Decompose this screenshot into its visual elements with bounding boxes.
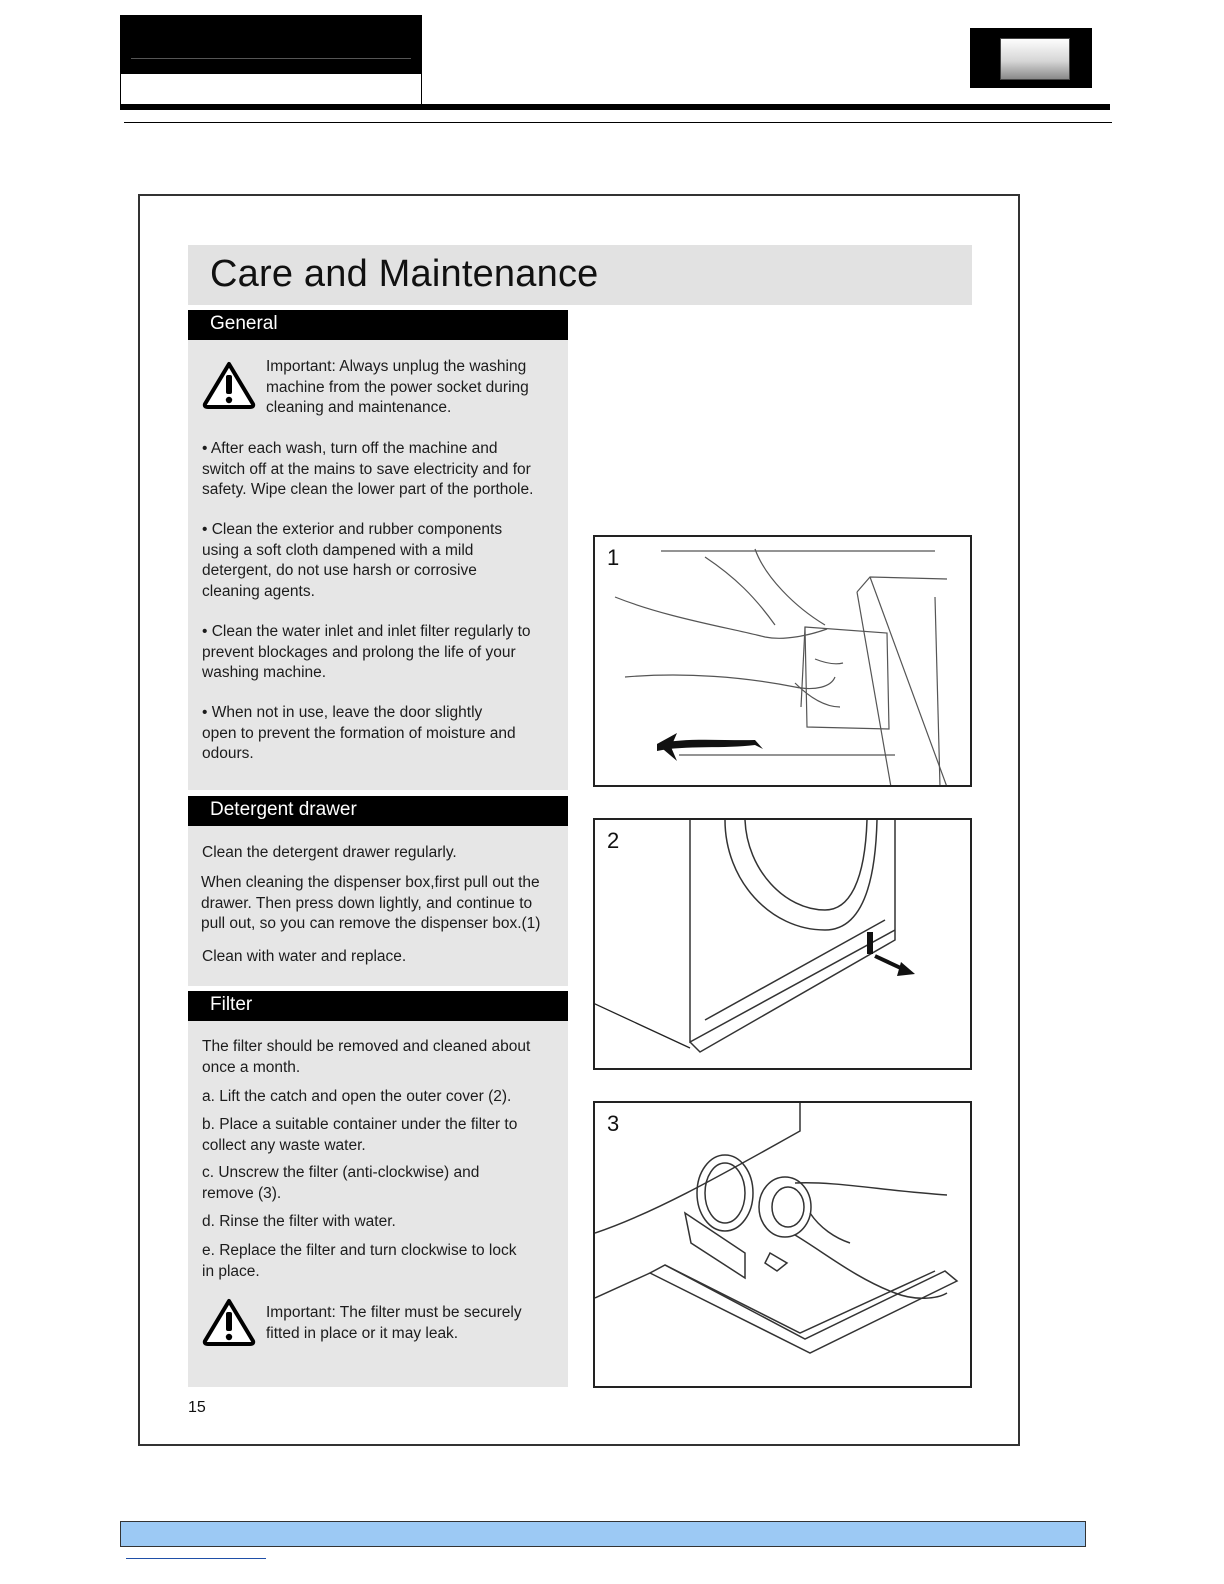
header-box-line	[131, 58, 411, 59]
section-body-filter	[188, 1021, 568, 1387]
section-heading-text: Detergent drawer	[210, 799, 357, 820]
brand-logo	[970, 28, 1092, 88]
text-line: cleaning and maintenance.	[266, 399, 452, 416]
figure-1-illustration	[614, 548, 948, 785]
filter-step-d: d. Rinse the filter with water.	[202, 1213, 396, 1230]
figure-1-dispenser-drawer: 1	[593, 535, 972, 787]
brand-logo-inner	[1000, 38, 1070, 80]
text-line: washing machine.	[202, 664, 327, 681]
text-line: e. Replace the filter and turn clockwise…	[202, 1242, 517, 1259]
text-line: machine from the power socket during	[266, 378, 529, 396]
text-line: fitted in place or it may leak.	[266, 1324, 459, 1342]
section-heading-text: Filter	[210, 994, 253, 1015]
section-heading-text: General	[210, 313, 278, 334]
warning-triangle-icon	[202, 1299, 256, 1346]
title-bar: Care and Maintenance	[188, 245, 972, 305]
detergent-p2: When cleaning the dispenser box,first pu…	[201, 873, 540, 935]
figure-number: 2	[607, 828, 620, 853]
filter-important-note: Important: The filter must be securely f…	[266, 1303, 522, 1344]
figure-number: 1	[607, 545, 620, 570]
section-body-general	[188, 340, 568, 790]
text-line: safety. Wipe clean the lower part of the…	[202, 481, 534, 498]
text-line: • Clean the exterior and rubber componen…	[202, 521, 503, 538]
page-number: 15	[188, 1399, 206, 1416]
general-bullet-3: • Clean the water inlet and inlet filter…	[202, 622, 531, 684]
filter-step-e: e. Replace the filter and turn clockwise…	[202, 1241, 516, 1282]
figure-3-illustration	[595, 1103, 959, 1354]
text-line: The filter should be removed and cleaned…	[202, 1038, 531, 1055]
detergent-p3: Clean with water and replace.	[202, 948, 407, 965]
section-heading-detergent-drawer: Detergent drawer	[188, 796, 568, 826]
text-line: • Clean the water inlet and inlet filter…	[202, 623, 531, 640]
section-heading-filter: Filter	[188, 991, 568, 1021]
header-rule-thick	[120, 104, 1110, 110]
filter-step-c: c. Unscrew the filter (anti-clockwise) a…	[202, 1163, 479, 1204]
footer-link-underline	[126, 1558, 266, 1559]
text-line: c. Unscrew the filter (anti-clockwise) a…	[202, 1164, 480, 1181]
filter-intro: The filter should be removed and cleaned…	[202, 1037, 530, 1078]
figure-3-filter-removal: 3	[593, 1101, 972, 1388]
footer-bar	[120, 1521, 1086, 1547]
text-line: Important: Always unplug the washing	[266, 358, 527, 375]
general-bullet-2: • Clean the exterior and rubber componen…	[202, 520, 502, 602]
general-important-note: Important: Always unplug the washing mac…	[266, 357, 529, 419]
text-line: odours.	[202, 745, 254, 762]
text-line: open to prevent the formation of moistur…	[202, 724, 516, 742]
text-line: collect any waste water.	[202, 1136, 366, 1154]
text-line: once a month.	[202, 1058, 301, 1076]
figure-2-illustration	[595, 820, 915, 1053]
header-rule-thin	[124, 122, 1112, 123]
warning-triangle-icon	[202, 362, 256, 409]
text-line: detergent, do not use harsh or corrosive	[202, 562, 477, 579]
text-line: in place.	[202, 1262, 260, 1280]
text-line: • After each wash, turn off the machine …	[202, 440, 498, 457]
text-line: b. Place a suitable container under the …	[202, 1116, 518, 1133]
figure-2-outer-cover: 2	[593, 818, 972, 1070]
text-line: switch off at the mains to save electric…	[202, 460, 531, 478]
text-line: Important: The filter must be securely	[266, 1304, 522, 1321]
header-box	[120, 15, 422, 105]
page-title: Care and Maintenance	[210, 253, 599, 295]
section-heading-general: General	[188, 310, 568, 340]
text-line: pull out, so you can remove the dispense…	[201, 915, 541, 932]
text-line: cleaning agents.	[202, 582, 315, 600]
general-bullet-4: • When not in use, leave the door slight…	[202, 703, 516, 765]
section-body-detergent-drawer	[188, 826, 568, 986]
text-line: remove (3).	[202, 1184, 282, 1202]
header-box-fill	[121, 16, 421, 74]
text-line: prevent blockages and prolong the life o…	[202, 643, 516, 661]
text-line: using a soft cloth dampened with a mild	[202, 541, 474, 559]
text-line: drawer. Then press down lightly, and con…	[201, 894, 533, 912]
text-line: When cleaning the dispenser box,first pu…	[201, 874, 540, 891]
filter-step-b: b. Place a suitable container under the …	[202, 1115, 517, 1156]
detergent-p1: Clean the detergent drawer regularly.	[202, 844, 457, 861]
figure-number: 3	[607, 1111, 620, 1136]
general-bullet-1: • After each wash, turn off the machine …	[202, 439, 533, 501]
text-line: • When not in use, leave the door slight…	[202, 704, 483, 721]
filter-step-a: a. Lift the catch and open the outer cov…	[202, 1088, 512, 1105]
